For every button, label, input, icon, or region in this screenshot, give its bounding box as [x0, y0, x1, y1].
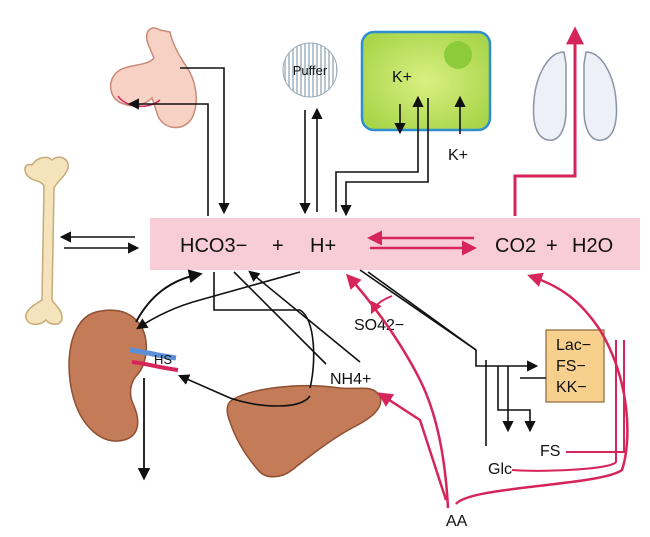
glucose-label: Glc — [488, 461, 512, 478]
bicarbonate-label: HCO3− — [180, 235, 247, 257]
ammonium-label: NH4+ — [330, 371, 371, 388]
cell-icon — [360, 30, 492, 132]
hydrogen-ion-label: H+ — [310, 235, 336, 257]
lungs-icon — [532, 51, 618, 141]
metabolite-box — [545, 329, 605, 403]
hs-label: HS — [154, 352, 172, 367]
co2-label: CO2 — [495, 235, 536, 257]
fatty-acid-label: FS — [540, 443, 560, 460]
reaction-band — [150, 218, 640, 270]
fatty-acid-anion-label: FS− — [556, 358, 586, 375]
stomach-icon — [110, 27, 198, 129]
k-outside-label: K+ — [448, 147, 468, 164]
liver-icon — [226, 384, 382, 478]
kidney-icon — [68, 309, 179, 442]
buffer-sphere-icon — [282, 42, 338, 98]
plus-sign-2: + — [546, 235, 558, 257]
plus-sign-1: + — [272, 235, 284, 257]
water-label: H2O — [572, 235, 613, 257]
k-in-cell-label: K+ — [392, 69, 412, 86]
sulfate-label: SO42− — [354, 317, 404, 334]
buffer-label: Puffer — [293, 63, 328, 78]
amino-acid-label: AA — [446, 513, 468, 530]
ketone-anion-label: KK− — [556, 379, 587, 396]
lactate-label: Lac− — [556, 337, 591, 354]
bone-icon — [24, 156, 69, 325]
